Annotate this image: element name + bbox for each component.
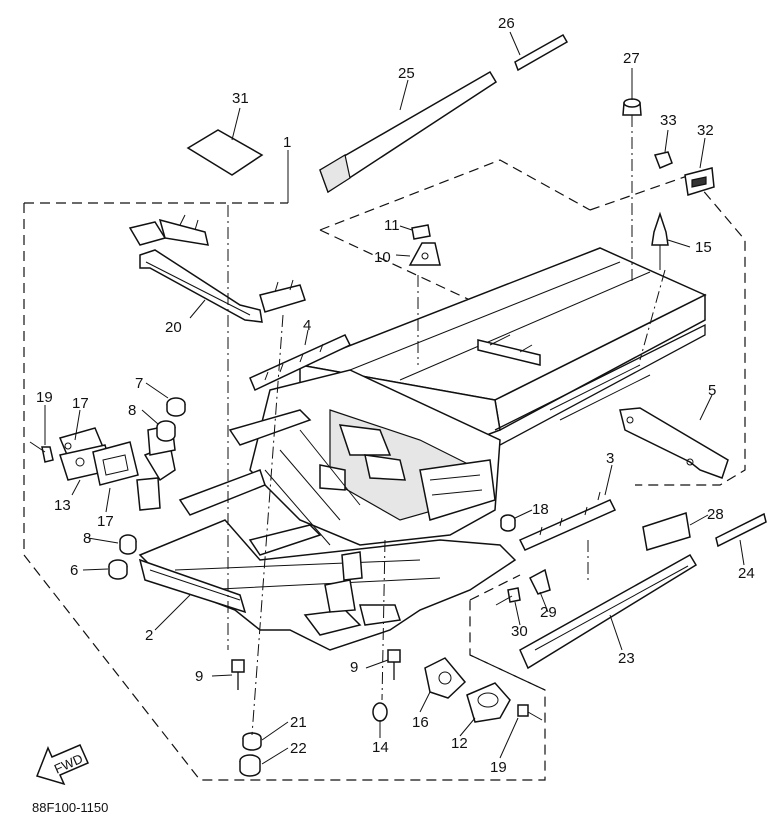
part-21-ring xyxy=(242,732,262,751)
part-23-side-panel xyxy=(519,553,698,670)
part-25-panel xyxy=(319,70,498,194)
callout-30: 30 xyxy=(511,623,528,640)
part-9-bolt-left xyxy=(231,659,245,690)
part-28-label xyxy=(642,512,691,551)
callout-8-lower: 8 xyxy=(83,530,91,547)
callout-23: 23 xyxy=(618,650,635,667)
part-20-bumper-tube xyxy=(128,214,306,323)
part-4-strip xyxy=(249,334,352,392)
part-32-clip xyxy=(684,167,715,196)
part-17-plate-lower xyxy=(92,441,139,486)
part-16-plate xyxy=(424,657,467,699)
callout-21: 21 xyxy=(290,714,307,731)
callout-9-left: 9 xyxy=(195,668,203,685)
callout-24: 24 xyxy=(738,565,755,582)
callout-15: 15 xyxy=(695,239,712,256)
callout-labels: 1 2 3 4 5 6 7 8 8 9 9 10 11 12 13 14 15 … xyxy=(36,15,755,776)
callout-2: 2 xyxy=(145,627,153,644)
part-27-plug xyxy=(622,98,642,116)
fwd-arrow: FWD xyxy=(36,744,89,786)
callout-17-upper: 17 xyxy=(72,395,89,412)
callout-8-upper: 8 xyxy=(128,402,136,419)
part-11-nut xyxy=(411,224,431,240)
callout-22: 22 xyxy=(290,740,307,757)
part-19-bolt-left xyxy=(29,441,54,463)
part-12-plate xyxy=(466,682,511,723)
part-30-rivet xyxy=(495,587,521,606)
part-10-bracket xyxy=(408,242,441,266)
callout-16: 16 xyxy=(412,714,429,731)
part-7-cap xyxy=(166,397,186,417)
callout-14: 14 xyxy=(372,739,389,756)
part-26-strip xyxy=(514,33,569,72)
callout-19-left: 19 xyxy=(36,389,53,406)
part-15-pin xyxy=(651,211,669,270)
callout-10: 10 xyxy=(374,249,391,266)
part-18-bushing xyxy=(500,514,516,532)
callout-31: 31 xyxy=(232,90,249,107)
callout-4: 4 xyxy=(303,317,311,334)
callout-13: 13 xyxy=(54,497,71,514)
callout-1: 1 xyxy=(283,134,291,151)
part-29-clip xyxy=(529,568,551,595)
part-22-cap xyxy=(239,754,261,777)
part-9-bolt-right xyxy=(387,649,401,680)
part-19-bolt-right xyxy=(517,704,543,721)
callout-32: 32 xyxy=(697,122,714,139)
callout-6: 6 xyxy=(70,562,78,579)
callout-28: 28 xyxy=(707,506,724,523)
callout-29: 29 xyxy=(540,604,557,621)
part-8-bushing-upper xyxy=(156,420,176,442)
part-33-nut xyxy=(653,151,673,169)
callout-7: 7 xyxy=(135,375,143,392)
part-24-strip xyxy=(715,512,767,548)
part-3-strip xyxy=(518,491,617,551)
assembly-boundary xyxy=(23,159,746,781)
part-8-bushing-lower xyxy=(119,534,137,555)
part-6-bushing xyxy=(108,559,128,580)
callout-17-lower: 17 xyxy=(97,513,114,530)
drawing-code: 88F100-1150 xyxy=(32,800,108,815)
callout-33: 33 xyxy=(660,112,677,129)
callout-9-right: 9 xyxy=(350,659,358,676)
callout-26: 26 xyxy=(498,15,515,32)
callout-11: 11 xyxy=(384,217,400,234)
part-14-grommet xyxy=(372,702,388,722)
callout-3: 3 xyxy=(606,450,614,467)
callout-12: 12 xyxy=(451,735,468,752)
callout-25: 25 xyxy=(398,65,415,82)
callout-27: 27 xyxy=(623,50,640,67)
callout-19-right: 19 xyxy=(490,759,507,776)
frame-body xyxy=(136,247,729,651)
callout-5: 5 xyxy=(708,382,716,399)
part-31-pad xyxy=(186,129,264,176)
leader-lines xyxy=(44,31,745,765)
callout-18: 18 xyxy=(532,501,549,518)
callout-20: 20 xyxy=(165,319,182,336)
